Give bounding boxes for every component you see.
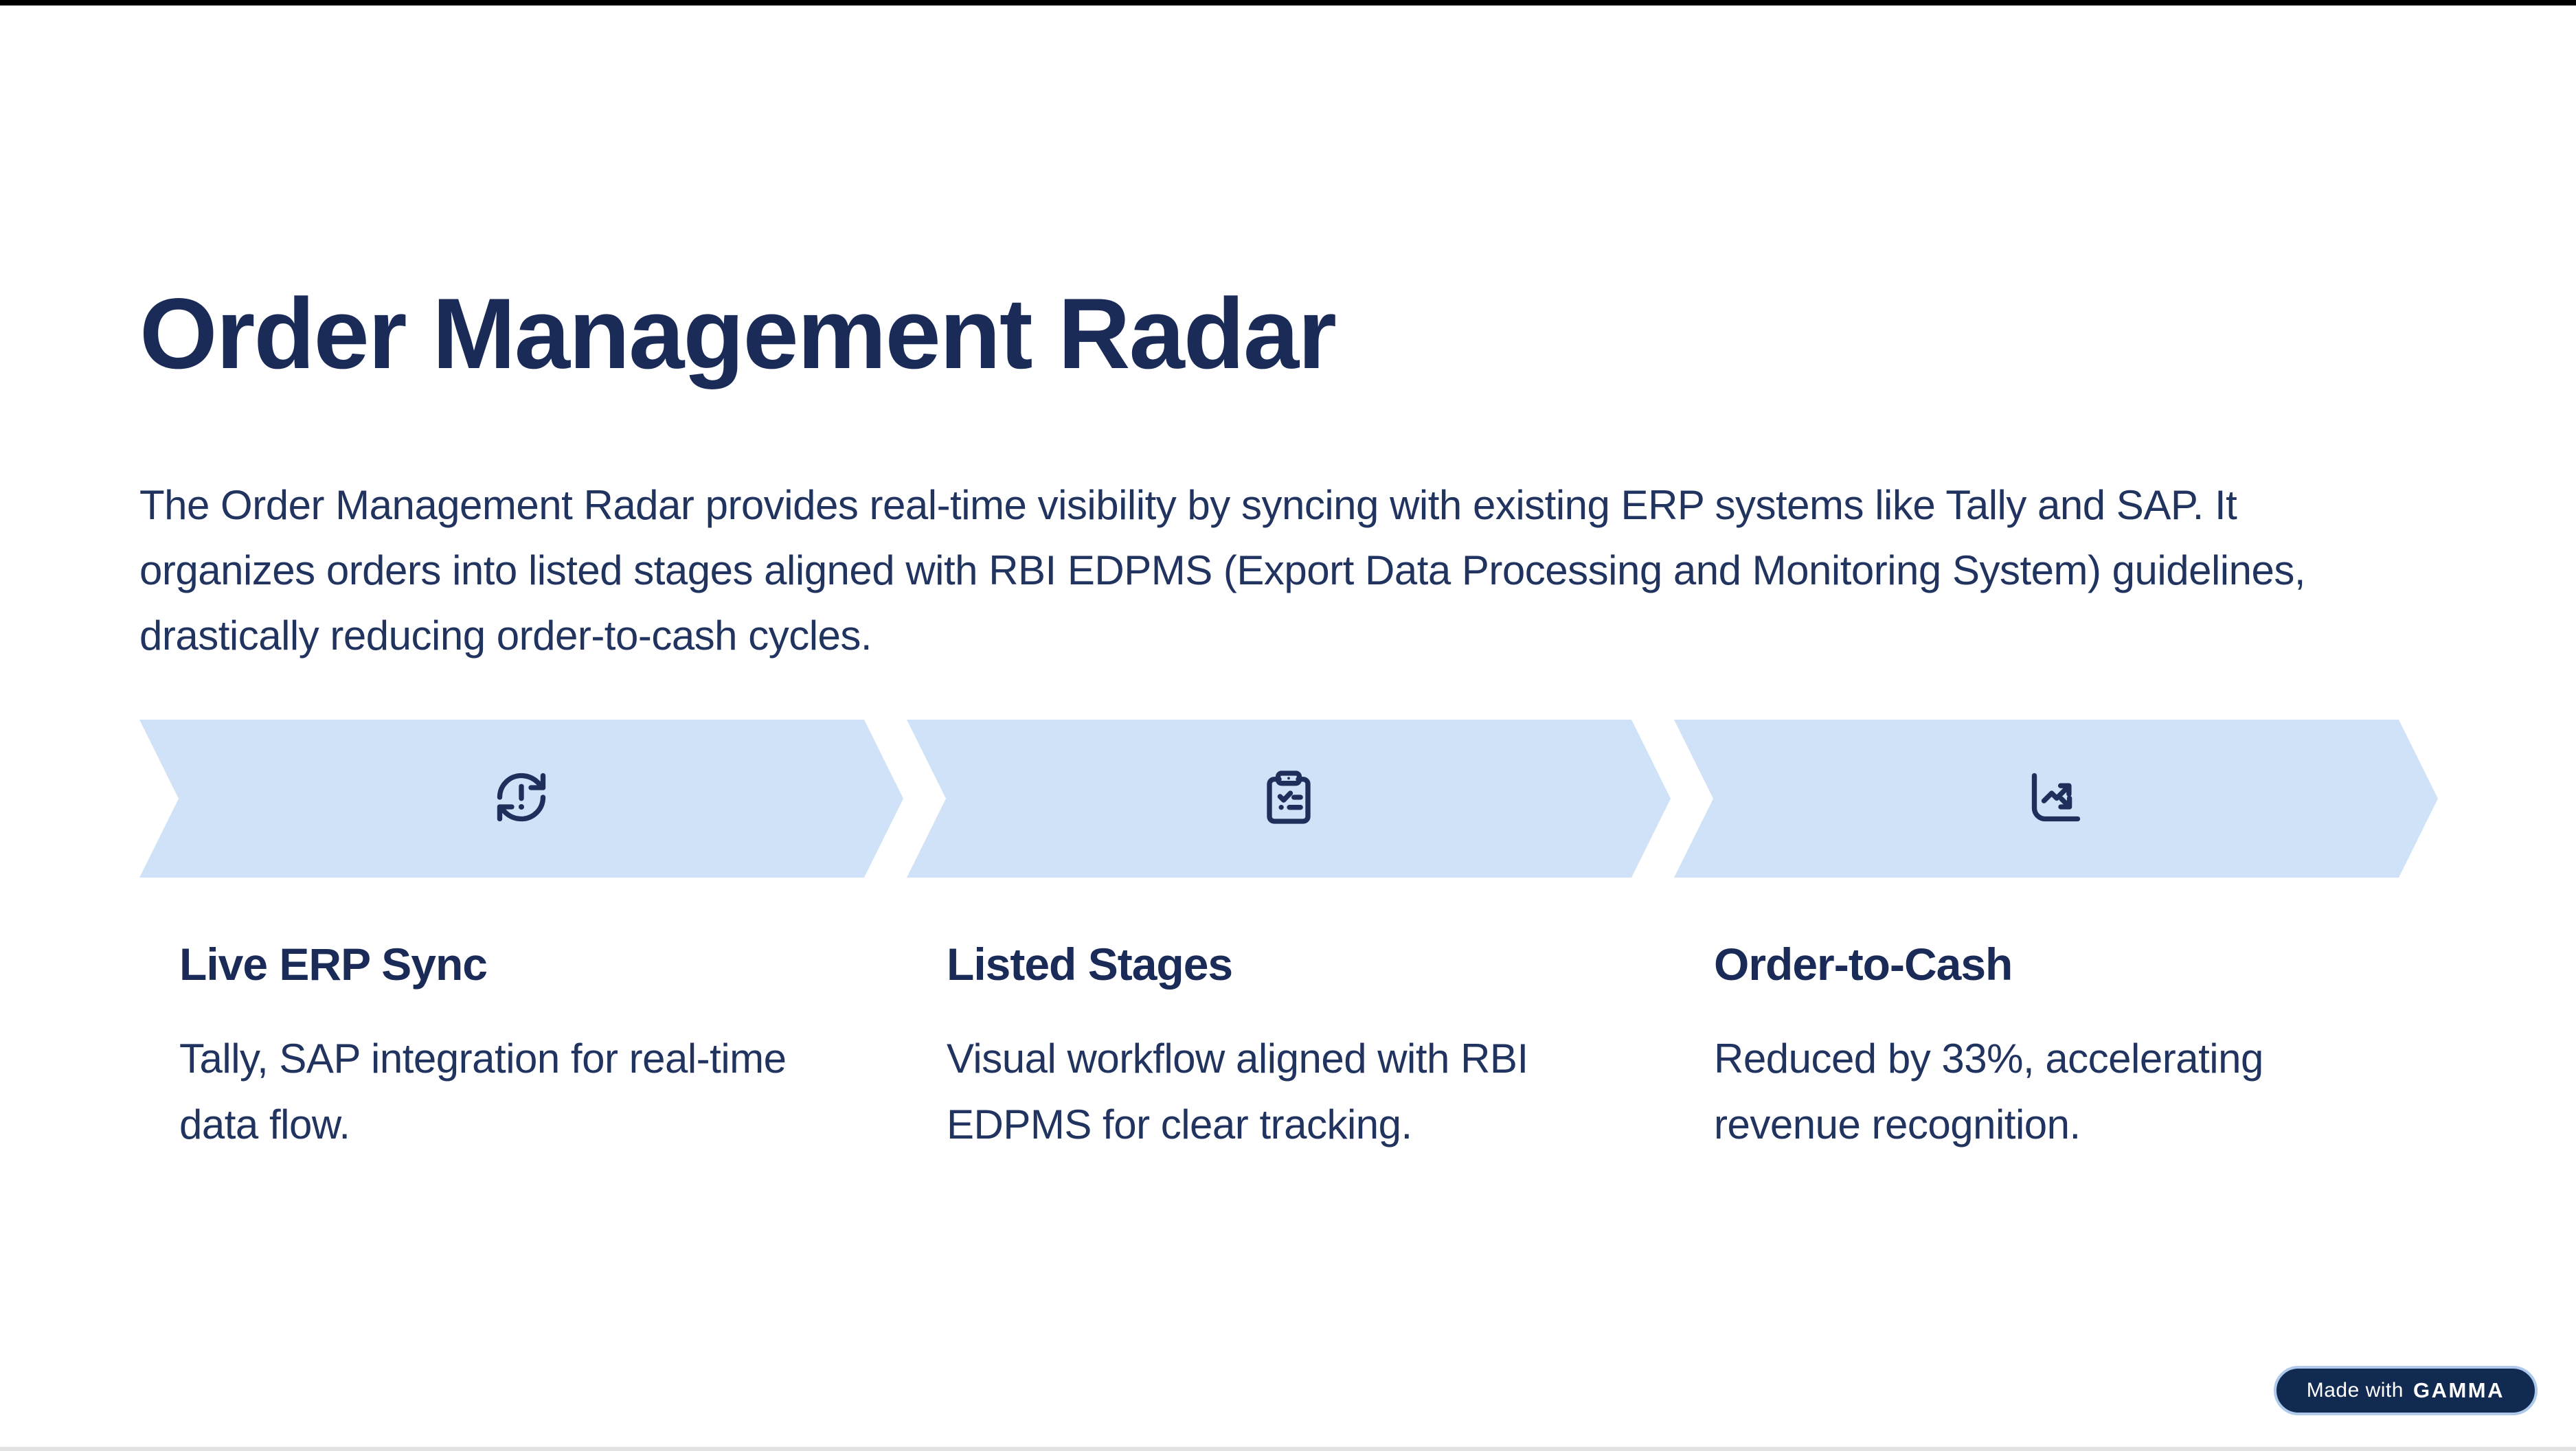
stage-columns: Live ERP Sync Tally, SAP integration for… — [139, 935, 2438, 1158]
made-with-gamma-badge[interactable]: Made with GAMMA — [2273, 1366, 2538, 1415]
slide-description: The Order Management Radar provides real… — [139, 482, 2306, 659]
stage-description: Reduced by 33%, accelerating revenue rec… — [1714, 1036, 2263, 1147]
stage-description: Visual workflow aligned with RBI EDPMS f… — [947, 1036, 1528, 1147]
page-title: Order Management Radar — [139, 277, 1337, 389]
clipboard-checklist-icon — [1260, 768, 1318, 830]
bottom-border-line — [0, 1447, 2576, 1451]
badge-prefix-label: Made with — [2306, 1379, 2404, 1402]
stage-arrow-listed-stages — [907, 720, 1671, 878]
sync-alert-icon — [493, 768, 550, 830]
stage-description: Tally, SAP integration for real-time dat… — [179, 1036, 787, 1147]
process-arrow-row — [139, 720, 2438, 878]
stage-column-listed-stages: Listed Stages Visual workflow aligned wi… — [907, 935, 1671, 1158]
stage-arrow-live-erp-sync — [139, 720, 903, 878]
stage-column-order-to-cash: Order-to-Cash Reduced by 33%, accelerati… — [1674, 935, 2438, 1158]
chart-trend-icon — [2027, 768, 2085, 830]
gamma-logo-wordmark: GAMMA — [2413, 1378, 2505, 1402]
top-letterbox-bar — [0, 0, 2576, 5]
stage-title: Live ERP Sync — [179, 939, 488, 990]
stage-arrow-order-to-cash — [1674, 720, 2438, 878]
stage-title: Listed Stages — [947, 939, 1233, 990]
stage-title: Order-to-Cash — [1714, 939, 2013, 990]
stage-column-live-erp-sync: Live ERP Sync Tally, SAP integration for… — [139, 935, 903, 1158]
